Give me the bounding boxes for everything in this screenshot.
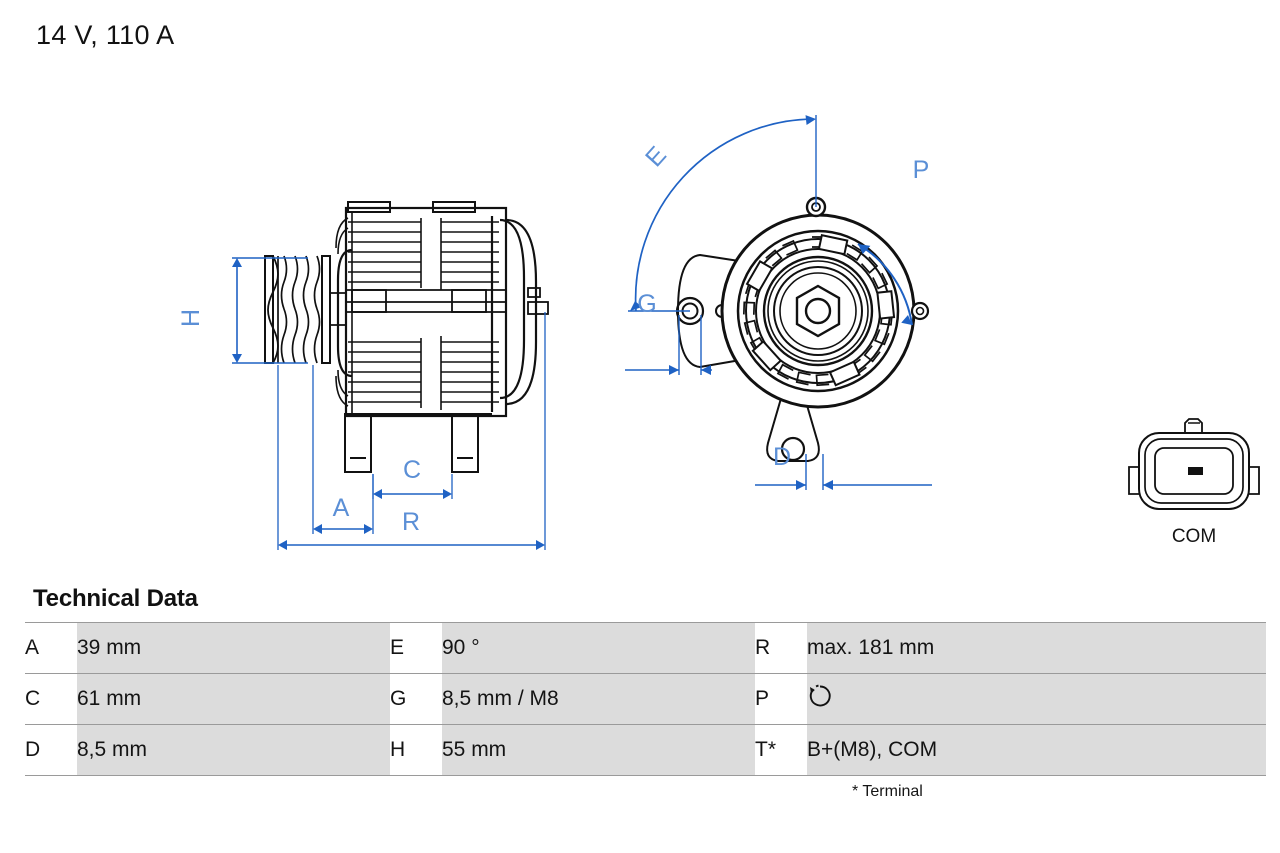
technical-data-footnote: * Terminal bbox=[852, 783, 923, 800]
row-key-t: T* bbox=[755, 724, 807, 776]
row-key-r: R bbox=[755, 622, 807, 674]
dimension-label-p: P bbox=[913, 156, 930, 184]
technical-data-table: A 39 mm E 90 ° R max. 181 mm C 61 mm G 8… bbox=[25, 622, 1266, 776]
alternator-front-view: E G P D bbox=[625, 115, 932, 490]
dimension-r: R bbox=[277, 312, 546, 550]
dimension-label-a: A bbox=[333, 494, 350, 522]
right-side-boss bbox=[910, 301, 930, 321]
row-value-g: 8,5 mm / M8 bbox=[442, 673, 755, 725]
row-key-g: G bbox=[390, 673, 442, 725]
rotation-direction-icon bbox=[807, 683, 833, 715]
dimension-label-h: H bbox=[177, 309, 205, 327]
dimension-label-d: D bbox=[773, 443, 791, 471]
dimension-label-r: R bbox=[402, 508, 420, 536]
technical-data-section: Technical Data A 39 mm E 90 ° R max. 181… bbox=[25, 585, 1266, 801]
page-title: 14 V, 110 A bbox=[36, 20, 175, 50]
row-value-e: 90 ° bbox=[442, 622, 755, 674]
bottom-mounting-foot bbox=[766, 394, 820, 462]
technical-drawing: H A C R bbox=[0, 50, 1280, 570]
row-key-h: H bbox=[390, 724, 442, 776]
dimension-g: G bbox=[625, 290, 712, 375]
row-value-c: 61 mm bbox=[77, 673, 390, 725]
row-value-p bbox=[807, 673, 1266, 725]
com-connector-label: COM bbox=[1172, 526, 1216, 547]
row-key-d: D bbox=[25, 724, 77, 776]
technical-data-heading: Technical Data bbox=[33, 585, 198, 612]
com-connector: COM bbox=[1128, 418, 1260, 547]
row-key-e: E bbox=[390, 622, 442, 674]
table-row: A 39 mm E 90 ° R max. 181 mm bbox=[25, 622, 1266, 674]
dimension-c: C bbox=[372, 456, 453, 499]
fan-ring bbox=[745, 233, 896, 387]
dimension-label-c: C bbox=[403, 456, 421, 484]
drawing-svg: H A C R bbox=[177, 115, 1260, 550]
dimension-h: H bbox=[177, 257, 308, 364]
row-key-c: C bbox=[25, 673, 77, 725]
row-value-a: 39 mm bbox=[77, 622, 390, 674]
alternator-body bbox=[335, 201, 549, 473]
alternator-side-view: H A C R bbox=[177, 201, 549, 550]
table-row: D 8,5 mm H 55 mm T* B+(M8), COM bbox=[25, 724, 1266, 776]
row-value-r: max. 181 mm bbox=[807, 622, 1266, 674]
dimension-label-e: E bbox=[640, 141, 672, 172]
dimension-label-g: G bbox=[637, 290, 656, 318]
row-value-h: 55 mm bbox=[442, 724, 755, 776]
pulley bbox=[264, 255, 346, 364]
row-key-a: A bbox=[25, 622, 77, 674]
center-discs bbox=[762, 255, 874, 367]
dimension-p: P bbox=[857, 156, 930, 326]
table-row: C 61 mm G 8,5 mm / M8 P bbox=[25, 673, 1266, 725]
dimension-a: A bbox=[312, 365, 374, 534]
row-key-p: P bbox=[755, 673, 807, 725]
row-value-d: 8,5 mm bbox=[77, 724, 390, 776]
connector-pin-slot bbox=[1188, 467, 1203, 475]
hex-nut bbox=[795, 284, 841, 338]
dimension-d: D bbox=[755, 443, 932, 490]
row-value-t: B+(M8), COM bbox=[807, 724, 1266, 776]
